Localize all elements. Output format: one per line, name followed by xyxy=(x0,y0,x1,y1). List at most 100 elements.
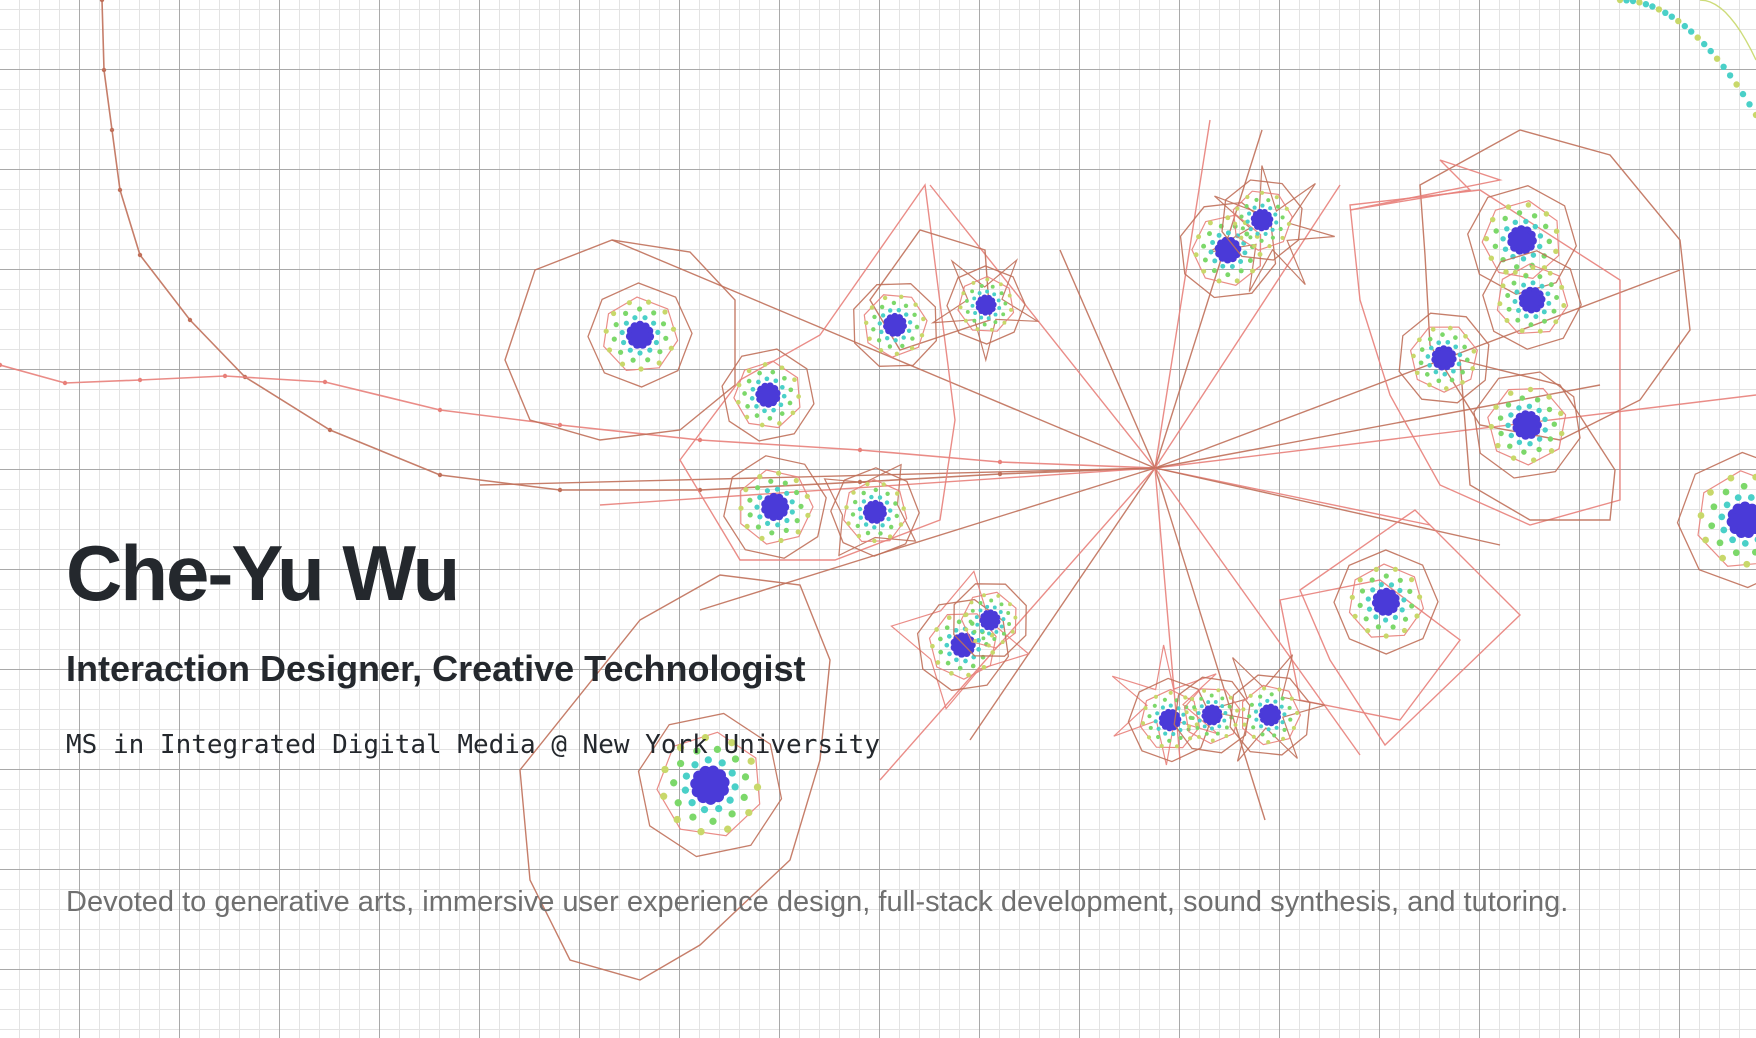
cluster-dot xyxy=(757,370,762,376)
cluster-dot xyxy=(973,638,978,643)
cluster-dot xyxy=(697,828,705,836)
cluster-dot xyxy=(744,523,750,530)
cluster-dot xyxy=(1140,721,1146,726)
cluster-dot xyxy=(1178,735,1183,740)
cluster-dot xyxy=(1536,407,1542,414)
cluster-dot xyxy=(1240,226,1245,231)
cluster-dot xyxy=(846,521,851,526)
cluster-dot xyxy=(1507,390,1514,396)
cluster-dot xyxy=(735,399,741,405)
arc-dot xyxy=(1733,81,1740,88)
cluster-dot xyxy=(961,291,966,296)
cluster-dot xyxy=(1260,732,1265,737)
cluster-dot xyxy=(1288,717,1293,722)
cluster-dot xyxy=(744,414,750,420)
cluster-dot xyxy=(1156,734,1161,740)
cluster-dot xyxy=(657,349,663,355)
cluster-dot xyxy=(1402,616,1409,622)
cluster-dot xyxy=(1279,704,1284,709)
cluster-dot xyxy=(1274,220,1279,225)
cluster-dot xyxy=(1265,698,1270,703)
cluster-dot xyxy=(896,307,902,313)
cluster-dot xyxy=(754,413,760,418)
cluster-dot xyxy=(1558,410,1564,417)
cluster-dot xyxy=(976,647,981,652)
cluster-outline xyxy=(587,282,693,388)
curve-node xyxy=(117,187,123,193)
cluster-dot xyxy=(1554,295,1560,300)
cluster-dot xyxy=(1223,711,1228,715)
cluster-dot xyxy=(1147,714,1152,719)
cluster-dot xyxy=(856,533,862,539)
cluster-dot xyxy=(861,490,866,496)
arc-dot xyxy=(1746,101,1753,108)
cluster-dot xyxy=(660,792,668,800)
cluster-dot xyxy=(1397,587,1403,594)
cluster-dot xyxy=(1515,317,1521,323)
cluster-dot xyxy=(778,402,784,408)
cluster-dot xyxy=(769,530,775,536)
arc-dot xyxy=(1655,6,1663,13)
cluster-dot xyxy=(1199,696,1204,701)
cluster-dot xyxy=(1250,268,1255,274)
cluster-dot xyxy=(1542,318,1547,324)
cluster-dot xyxy=(850,512,856,517)
cluster-dot xyxy=(1168,703,1173,708)
cluster-dot xyxy=(1536,243,1543,250)
cluster-dot xyxy=(793,477,799,484)
cluster-dot xyxy=(790,410,796,416)
cluster-dot xyxy=(627,347,633,353)
cluster-dot xyxy=(792,377,797,383)
cluster-dot xyxy=(1488,255,1495,261)
cluster-dot xyxy=(1502,215,1508,222)
outline-polygon xyxy=(504,239,736,441)
arc-dot xyxy=(1623,0,1630,4)
cluster-dot xyxy=(867,336,872,341)
cluster-dot xyxy=(957,665,963,671)
cluster-dot xyxy=(1215,731,1220,736)
cluster-dot xyxy=(958,305,963,310)
cluster-core xyxy=(887,317,903,333)
cluster-outline xyxy=(1398,312,1490,404)
cluster-dot xyxy=(975,622,980,627)
cluster-dot xyxy=(987,631,991,636)
cluster-outline xyxy=(1229,674,1311,756)
cluster-dot xyxy=(1460,369,1465,375)
cluster-dot xyxy=(656,360,662,366)
cluster-dot xyxy=(879,329,884,335)
cluster-dot xyxy=(1548,282,1554,288)
starburst-spoke xyxy=(969,467,1156,741)
cluster-dot xyxy=(1248,227,1253,232)
arc-dot xyxy=(1713,55,1721,62)
cluster-dot xyxy=(728,769,736,777)
cluster-dot xyxy=(1224,725,1229,730)
cluster-dot xyxy=(912,312,917,318)
cluster-dot xyxy=(1373,566,1379,573)
cluster-dot xyxy=(1201,243,1207,249)
cluster-dot xyxy=(956,619,962,625)
curve-node xyxy=(857,447,863,453)
cluster-dot xyxy=(935,660,941,665)
cluster-dot xyxy=(1510,455,1517,461)
cluster-dot xyxy=(865,481,870,487)
cluster-dot xyxy=(1536,446,1542,453)
cluster-dot xyxy=(796,394,801,399)
cluster-dot xyxy=(773,378,779,384)
cluster-dot xyxy=(715,804,723,813)
cluster-dot xyxy=(1553,248,1559,255)
cluster-dot xyxy=(1525,202,1532,208)
cluster-dot xyxy=(1541,309,1547,315)
cluster-dot xyxy=(1162,697,1167,702)
cluster-dot xyxy=(1539,283,1545,289)
cluster-dot xyxy=(1521,449,1527,455)
cluster-dot xyxy=(1488,423,1495,430)
cluster-dot xyxy=(986,643,991,648)
cluster-dot xyxy=(655,329,661,335)
cluster-dot xyxy=(1440,332,1445,337)
cluster-dot xyxy=(963,318,968,323)
cluster-dot xyxy=(1295,710,1300,716)
cluster-dot xyxy=(1167,738,1172,743)
cluster-dot xyxy=(726,796,734,804)
curve-node xyxy=(137,377,143,383)
arc-dot xyxy=(1636,0,1643,6)
